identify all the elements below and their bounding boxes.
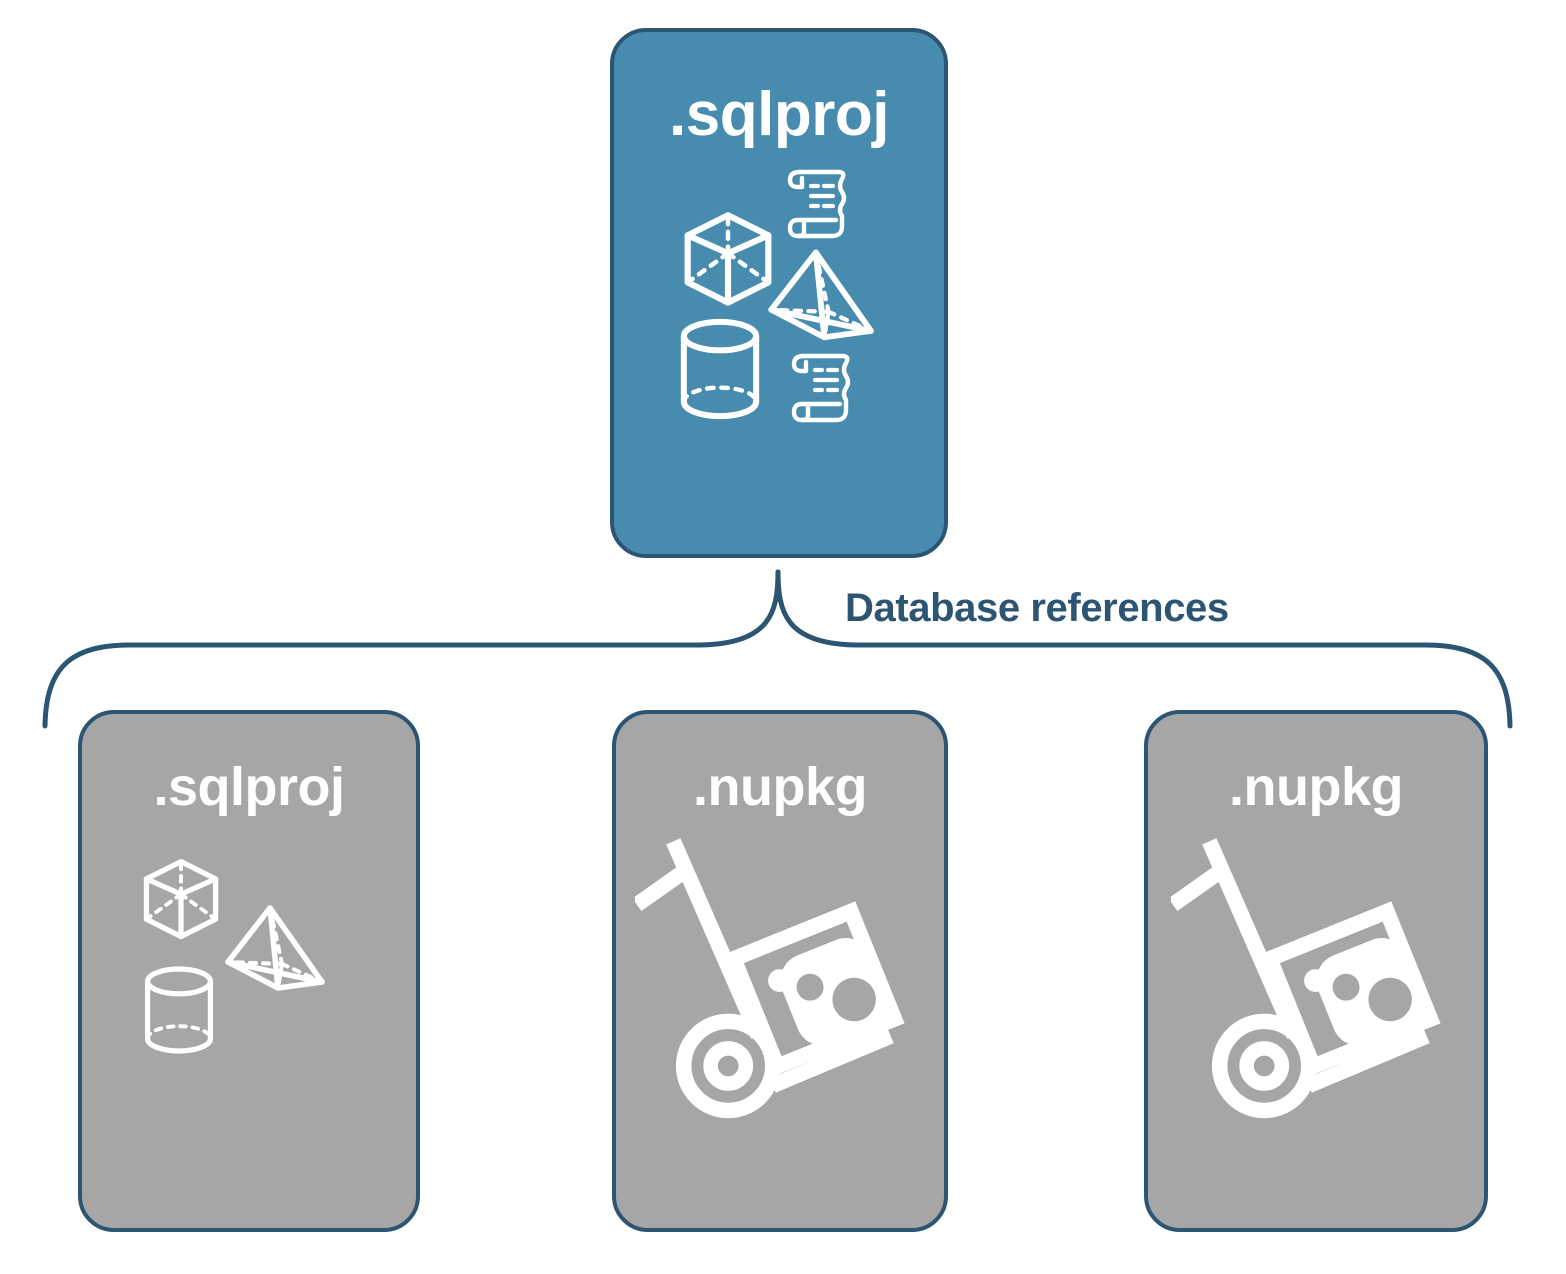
cylinder-icon <box>144 966 214 1054</box>
node-sqlproj-root[interactable]: .sqlproj <box>610 28 948 558</box>
node-icon-group <box>664 164 894 434</box>
database-references-bracket <box>42 569 1513 729</box>
pyramid-icon <box>768 249 874 341</box>
pyramid-icon <box>225 905 325 991</box>
node-label: .sqlproj <box>153 757 345 817</box>
node-label: .nupkg <box>693 757 867 817</box>
node-sqlproj-reference[interactable]: .sqlproj <box>78 710 420 1232</box>
node-icon-group <box>1171 836 1461 1126</box>
node-label: .nupkg <box>1229 757 1403 817</box>
node-label: .sqlproj <box>669 80 889 149</box>
cylinder-icon <box>680 318 760 420</box>
node-nupkg-reference-2[interactable]: .nupkg <box>1144 710 1488 1232</box>
scroll-icon <box>791 353 851 423</box>
node-nupkg-reference-1[interactable]: .nupkg <box>612 710 948 1232</box>
cube-icon <box>684 212 772 306</box>
node-icon-group <box>129 852 369 1092</box>
connector-label: Database references <box>845 586 1229 630</box>
nuget-package-dolly-icon <box>1171 838 1441 1119</box>
cube-icon <box>143 858 219 940</box>
node-icon-group <box>635 836 925 1126</box>
nuget-package-dolly-icon <box>635 838 905 1119</box>
scroll-icon <box>787 169 847 239</box>
